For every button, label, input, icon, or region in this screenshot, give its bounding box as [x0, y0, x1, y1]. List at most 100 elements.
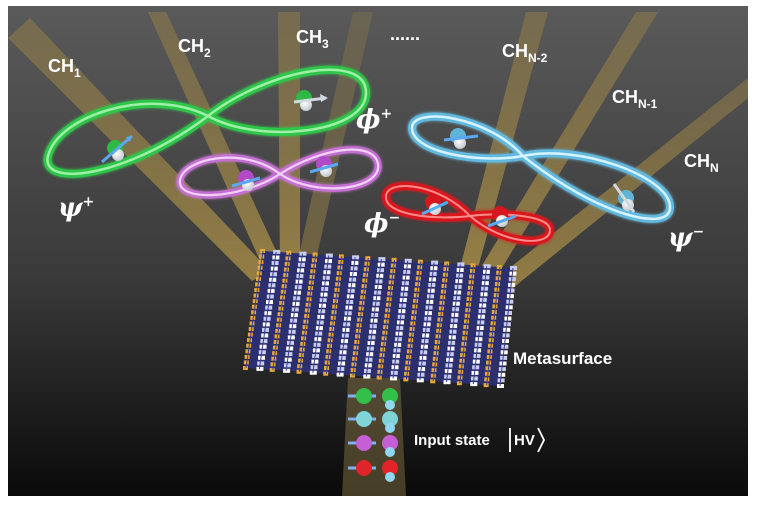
metasurface-pillar	[325, 253, 333, 258]
metasurface-pillar	[324, 360, 330, 365]
metasurface-pillar	[464, 319, 469, 324]
metasurface-pillar	[392, 359, 400, 364]
metasurface-pillar	[443, 267, 449, 272]
metasurface-pillar	[408, 332, 414, 337]
metasurface-pillar	[436, 323, 442, 328]
metasurface-pillar	[356, 323, 362, 328]
metasurface-pillar	[378, 257, 386, 262]
metasurface-pillar	[298, 257, 306, 262]
metasurface-pillar	[502, 339, 509, 343]
metasurface-pillar	[266, 294, 274, 299]
metasurface-pillar	[310, 365, 318, 370]
photon-cyan-2	[612, 183, 636, 213]
metasurface-pillar	[341, 333, 349, 338]
metasurface-column-edge	[432, 263, 448, 382]
metasurface-pillar	[243, 366, 248, 370]
metasurface-column-edge	[405, 261, 422, 380]
metasurface-pillar	[308, 286, 313, 291]
metasurface-pillar	[364, 363, 372, 368]
metasurface-pillar	[462, 330, 468, 335]
metasurface-pillar	[322, 281, 329, 286]
metasurface-pillar	[270, 266, 278, 271]
metasurface-pillar	[271, 356, 277, 361]
metasurface-pillar	[426, 299, 434, 304]
metasurface-pillar	[349, 272, 357, 276]
metasurface-column-edge	[285, 253, 303, 371]
metasurface-pillar	[286, 250, 292, 255]
metasurface-pillar	[427, 294, 434, 299]
metasurface-pillar	[247, 338, 252, 343]
metasurface-pillar	[335, 276, 341, 281]
metasurface-pillar	[430, 373, 436, 378]
metasurface-pillar	[454, 290, 462, 295]
metasurface-pillar	[363, 267, 369, 272]
metasurface-pillar	[264, 311, 272, 316]
metasurface-pillar	[499, 361, 507, 366]
metasurface-pillar	[372, 301, 380, 306]
metasurface-pillar	[502, 333, 510, 338]
metasurface-pillar	[251, 304, 257, 309]
metasurface-pillar	[457, 375, 463, 380]
metasurface-pillar	[480, 292, 488, 297]
metasurface-pillar	[409, 327, 415, 331]
metasurface-pillar	[269, 277, 277, 282]
metasurface-pillar	[268, 283, 276, 288]
metasurface-pillar	[390, 376, 398, 381]
metasurface-pillar	[294, 285, 302, 290]
label-chn2: CHN-2	[502, 41, 548, 65]
metasurface-pillar	[337, 265, 343, 270]
metasurface-pillar	[379, 353, 385, 358]
metasurface-pillar	[388, 280, 394, 285]
metasurface-pillar	[305, 302, 311, 307]
metasurface-pillar	[369, 329, 377, 334]
metasurface-column-edge	[272, 252, 290, 370]
metasurface-pillar	[391, 365, 399, 370]
metasurface-column-edge	[365, 258, 382, 377]
metasurface-column-edge	[446, 264, 461, 383]
metasurface-column-edge	[379, 259, 396, 378]
metasurface-pillar	[316, 320, 324, 325]
metasurface-pillar	[466, 297, 472, 301]
label-chn: CHN	[684, 151, 719, 175]
metasurface-pillar	[292, 301, 300, 306]
input-row-cyan	[348, 411, 398, 433]
metasurface-pillar	[386, 297, 392, 302]
metasurface-pillar	[338, 361, 346, 366]
metasurface-pillar	[486, 360, 492, 365]
metasurface-pillar	[410, 321, 416, 326]
metasurface-pillar	[272, 255, 280, 260]
label-ch2: CH2	[178, 36, 211, 60]
metasurface-pillar	[403, 377, 409, 382]
metasurface-pillar	[291, 307, 299, 312]
metasurface-pillar	[476, 326, 484, 330]
green-loop	[43, 65, 371, 178]
metasurface-pillar	[296, 274, 304, 278]
metasurface-pillar	[243, 360, 249, 365]
metasurface-pillar	[284, 261, 290, 266]
metasurface-column-edge	[419, 262, 435, 381]
metasurface-pillar	[488, 343, 493, 348]
metasurface-pillar	[489, 326, 495, 331]
metasurface-pillar	[449, 329, 457, 334]
beam-ch2	[148, 12, 284, 274]
metasurface-pillar	[461, 341, 467, 346]
metasurface-pillar	[446, 357, 454, 362]
background	[8, 6, 748, 496]
metasurface-pillar	[437, 317, 443, 322]
photon-pink-1	[231, 170, 261, 191]
photon-green-1	[101, 134, 133, 164]
metasurface-pillar	[315, 331, 323, 336]
metasurface-pillar	[338, 254, 344, 259]
metasurface-pillar	[390, 370, 398, 375]
metasurface-pillar	[503, 327, 511, 332]
photon-pairs	[101, 90, 636, 228]
metasurface-pillar	[469, 274, 475, 279]
metasurface-pillar	[296, 369, 302, 374]
photon-cyan-1	[443, 128, 479, 149]
metasurface-pillar	[312, 252, 318, 257]
metasurface-pillar	[364, 261, 370, 266]
metasurface-pillar	[252, 299, 258, 304]
metasurface-column-edge	[352, 258, 369, 376]
metasurface-pillar	[378, 358, 384, 363]
metasurface-pillar	[404, 258, 412, 263]
